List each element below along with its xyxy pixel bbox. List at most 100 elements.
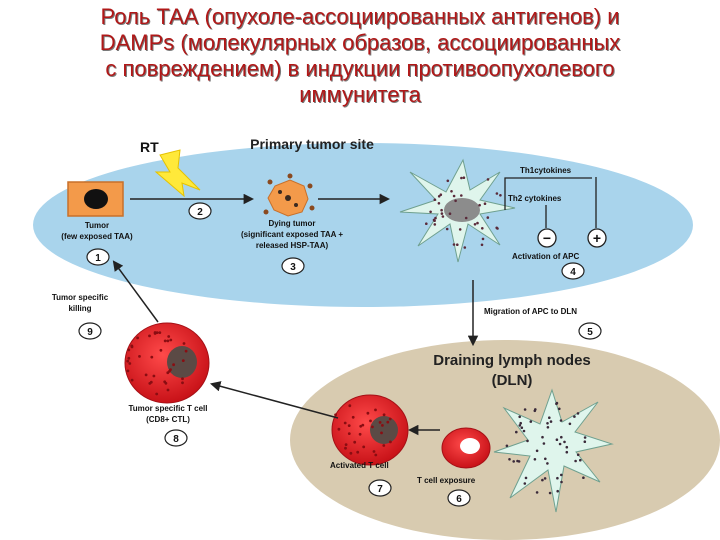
speckle-dot <box>433 223 437 226</box>
arrow-activated-to-ctl <box>209 381 339 419</box>
speckle-dot <box>380 431 383 435</box>
speckle-dot <box>152 374 156 378</box>
th1-cytokines-label: Th1cytokines <box>520 166 572 175</box>
speckle-dot <box>560 473 563 477</box>
speckle-dot <box>495 192 499 195</box>
speckle-dot <box>166 339 170 343</box>
speckle-dot <box>576 412 580 415</box>
svg-text:3: 3 <box>290 262 296 273</box>
dying-tumor-cell-icon <box>263 173 315 217</box>
arrow-ctl-to-tumor <box>112 260 159 323</box>
svg-text:8: 8 <box>173 434 179 445</box>
slide-title: Роль ТАА (опухоле-ассоциированных антиге… <box>10 4 710 108</box>
speckle-dot <box>518 424 522 427</box>
dln-title: Draining lymph nodes <box>433 352 591 369</box>
apc-activation-label: Activation of APC <box>512 252 579 261</box>
speckle-dot <box>437 202 441 205</box>
primary-site-title: Primary tumor site <box>250 136 374 152</box>
speckle-dot <box>182 342 186 345</box>
speckle-dot <box>344 446 347 450</box>
speckle-dot <box>366 411 370 415</box>
speckle-dot <box>159 348 163 352</box>
speckle-dot <box>505 444 509 448</box>
speckle-dot <box>437 195 441 198</box>
speckle-dot <box>382 444 386 447</box>
speckle-dot <box>508 458 511 461</box>
apc-dendritic-cell-icon <box>399 158 516 263</box>
speckle-dot <box>524 476 528 480</box>
svg-text:1: 1 <box>95 253 101 264</box>
speckle-dot <box>353 440 357 444</box>
speckle-dot <box>445 227 449 231</box>
step-4-badge: 4 <box>561 262 585 280</box>
speckle-dot <box>583 436 587 439</box>
speckle-dot <box>512 460 515 463</box>
speckle-dot <box>369 419 372 423</box>
naive-t-cell-icon <box>441 427 491 469</box>
speckle-dot <box>535 449 539 453</box>
speckle-dot <box>483 202 487 205</box>
speckle-dot <box>153 331 157 334</box>
speckle-dot <box>499 194 502 197</box>
speckle-dot <box>150 355 154 359</box>
speckle-dot <box>544 457 547 461</box>
dying-tumor-label: Dying tumor <box>268 219 315 228</box>
title-line-2: DAMPs (молекулярных образов, ассоциирова… <box>99 30 621 55</box>
speckle-dot <box>128 362 132 365</box>
speckle-dot <box>343 421 347 425</box>
speckle-dot <box>452 194 456 198</box>
speckle-dot <box>334 413 337 417</box>
speckle-dot <box>381 424 384 427</box>
speckle-dot <box>456 243 459 246</box>
activated-t-cell-icon <box>331 394 409 466</box>
speckle-dot <box>371 425 374 429</box>
speckle-dot <box>358 432 362 436</box>
speckle-dot <box>573 415 576 418</box>
dln-dendritic-cell-icon <box>493 388 614 513</box>
speckle-dot <box>460 176 463 180</box>
tumor-specific-t-cell-icon <box>124 322 210 404</box>
speckle-dot <box>337 427 341 431</box>
t-cell-exposure-label: T cell exposure <box>417 476 476 485</box>
svg-text:4: 4 <box>570 267 576 278</box>
speckle-dot <box>362 445 366 449</box>
speckle-dot <box>480 243 484 247</box>
speckle-dot <box>535 491 539 494</box>
radiation-lightning-icon <box>154 149 201 198</box>
speckle-dot <box>446 179 450 183</box>
speckle-dot <box>347 432 351 435</box>
speckle-dot <box>548 416 551 420</box>
speckle-dot <box>518 415 521 419</box>
speckle-dot <box>378 421 382 424</box>
speckle-dot <box>463 246 467 249</box>
speckle-dot <box>558 442 562 446</box>
speckle-dot <box>582 476 585 480</box>
speckle-dot <box>454 199 457 203</box>
speckle-dot <box>448 212 452 215</box>
tumor-label: Tumor <box>85 221 109 230</box>
speckle-dot <box>389 440 392 444</box>
speckle-dot <box>440 208 443 212</box>
speckle-dot <box>149 380 153 384</box>
dln-subtitle: (DLN) <box>492 372 533 389</box>
speckle-dot <box>130 345 134 349</box>
speckle-dot <box>126 359 130 363</box>
tumor-cell-icon <box>67 181 124 217</box>
speckle-dot <box>560 480 563 484</box>
speckle-dot <box>429 210 432 214</box>
speckle-dot <box>184 349 188 353</box>
migration-label: Migration of APC to DLN <box>484 307 577 316</box>
activated-t-cell-label: Activated T cell <box>330 461 389 470</box>
speckle-dot <box>450 190 453 193</box>
speckle-dot <box>127 356 131 360</box>
speckle-dot <box>556 476 559 480</box>
step-6-badge: 6 <box>447 489 471 507</box>
speckle-dot <box>559 419 563 422</box>
speckle-dot <box>166 388 170 392</box>
dying-tumor-sublabel-1: (significant exposed TAA + <box>241 230 343 239</box>
speckle-dot <box>433 219 436 222</box>
speckle-dot <box>148 334 151 338</box>
speckle-dot <box>351 415 355 419</box>
speckle-dot <box>155 392 159 396</box>
speckle-dot <box>372 450 376 453</box>
